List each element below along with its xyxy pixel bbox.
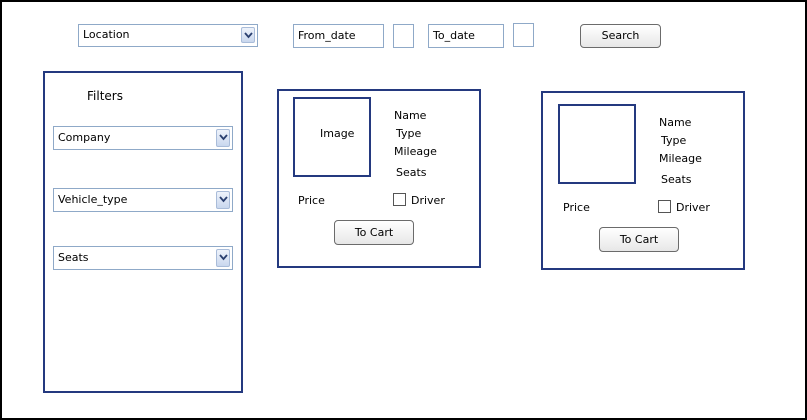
vehicle-mileage-label: Mileage <box>659 152 702 165</box>
vehicle-type-select[interactable]: Vehicle_type <box>53 188 233 212</box>
from-date-value: From_date <box>298 29 356 42</box>
vehicle-image-placeholder <box>293 97 371 177</box>
add-to-cart-button[interactable]: To Cart <box>334 220 414 245</box>
vehicle-price-label: Price <box>563 201 590 214</box>
vehicle-type-select-value: Vehicle_type <box>58 193 128 206</box>
chevron-down-icon[interactable] <box>216 191 230 209</box>
to-date-picker-button[interactable] <box>513 23 534 47</box>
vehicle-image-placeholder <box>558 104 636 184</box>
from-date-picker-button[interactable] <box>393 24 414 48</box>
filters-title: Filters <box>87 89 123 103</box>
seats-select-value: Seats <box>58 251 89 264</box>
seats-select[interactable]: Seats <box>53 246 233 270</box>
to-date-input[interactable]: To_date <box>428 24 504 48</box>
chevron-down-icon[interactable] <box>241 27 255 43</box>
driver-checkbox[interactable] <box>658 200 671 213</box>
vehicle-price-label: Price <box>298 194 325 207</box>
search-button[interactable]: Search <box>580 24 661 48</box>
driver-checkbox-label: Driver <box>411 194 445 207</box>
driver-checkbox[interactable] <box>393 193 406 206</box>
add-to-cart-button[interactable]: To Cart <box>599 227 679 252</box>
vehicle-type-label: Type <box>396 127 422 140</box>
company-select[interactable]: Company <box>53 126 233 150</box>
filters-panel <box>43 71 243 393</box>
chevron-down-icon[interactable] <box>216 249 230 267</box>
driver-checkbox-label: Driver <box>676 201 710 214</box>
vehicle-type-label: Type <box>661 134 687 147</box>
company-select-value: Company <box>58 131 111 144</box>
vehicle-name-label: Name <box>659 116 692 129</box>
vehicle-name-label: Name <box>394 109 427 122</box>
vehicle-seats-label: Seats <box>396 166 427 179</box>
from-date-input[interactable]: From_date <box>293 24 384 48</box>
to-date-value: To_date <box>433 29 475 42</box>
location-select-value: Location <box>83 28 130 41</box>
vehicle-seats-label: Seats <box>661 173 692 186</box>
chevron-down-icon[interactable] <box>216 129 230 147</box>
vehicle-mileage-label: Mileage <box>394 145 437 158</box>
location-select[interactable]: Location <box>78 24 258 47</box>
vehicle-image-label: Image <box>320 127 355 140</box>
